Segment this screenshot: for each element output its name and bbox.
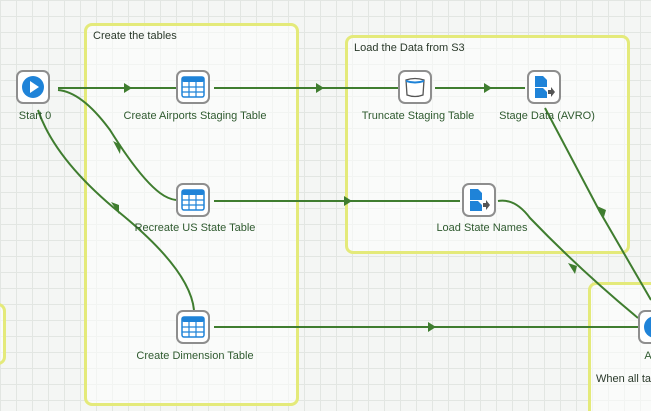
- arrowhead: [597, 206, 606, 217]
- link-start-to-create-dimension: [37, 109, 195, 311]
- table-icon: [181, 316, 205, 338]
- truncate-staging-table-component[interactable]: [398, 70, 432, 104]
- truncate-staging-label: Truncate Staging Table: [361, 110, 475, 122]
- s3-load-icon: [535, 76, 555, 98]
- create-airports-staging-table-component[interactable]: [176, 70, 210, 104]
- recreate-us-state-table-component[interactable]: [176, 183, 210, 217]
- link-load-state-to-and: [497, 199, 639, 319]
- note-title: Create the tables: [93, 30, 177, 42]
- load-state-names-label: Load State Names: [436, 222, 528, 234]
- table-icon: [181, 76, 205, 98]
- arrowhead: [484, 83, 492, 93]
- create-dimension-label: Create Dimension Table: [136, 350, 254, 362]
- create-dimension-table-component[interactable]: [176, 310, 210, 344]
- arrowhead: [316, 83, 324, 93]
- and-component[interactable]: [638, 310, 651, 344]
- play-icon: [22, 76, 44, 98]
- note-title: Load the Data from S3: [354, 42, 465, 54]
- note-title: When all ta: [596, 373, 651, 385]
- arrowhead: [568, 263, 577, 274]
- arrowhead: [113, 141, 121, 154]
- table-icon: [181, 189, 205, 211]
- stage-data-avro-component[interactable]: [527, 70, 561, 104]
- and-icon: [644, 316, 651, 338]
- recreate-us-state-label: Recreate US State Table: [134, 222, 256, 234]
- start-label: Start 0: [18, 110, 52, 122]
- arrowhead: [111, 202, 119, 214]
- load-state-names-component[interactable]: [462, 183, 496, 217]
- stage-data-label: Stage Data (AVRO): [499, 110, 595, 122]
- arrowhead: [124, 83, 132, 93]
- truncate-table-icon: [405, 77, 425, 98]
- and-label: A: [644, 350, 651, 362]
- start-component[interactable]: [16, 70, 50, 104]
- arrowhead: [344, 196, 352, 206]
- link-stage-data-to-and: [544, 107, 651, 301]
- arrowhead: [428, 322, 436, 332]
- s3-load-icon: [470, 189, 490, 211]
- create-airports-label: Create Airports Staging Table: [123, 110, 267, 122]
- link-start-to-recreate-state: [57, 89, 177, 201]
- note-load-data-s3[interactable]: Load the Data from S3: [345, 35, 630, 254]
